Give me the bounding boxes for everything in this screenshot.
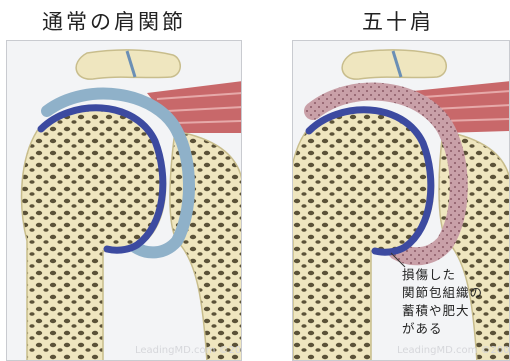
title-normal-shoulder: 通常の肩関節 (42, 6, 186, 36)
normal-shoulder-illustration: LeadingMD.com ©2001 (6, 40, 242, 361)
annotation-line: 蓄積や肥大 (402, 302, 510, 320)
annotation-line: 損傷した (402, 266, 510, 284)
title-frozen-shoulder: 五十肩 (362, 6, 434, 36)
normal-shoulder-svg (7, 41, 242, 361)
scapula-bone (170, 131, 242, 361)
annotation-line: がある (402, 320, 510, 338)
annotation-damaged-capsule: 損傷した 関節包組織の 蓄積や肥大 がある (402, 266, 510, 338)
annotation-line: 関節包組織の (402, 284, 510, 302)
watermark: LeadingMD.com ©2001 (135, 345, 242, 356)
watermark: LeadingMD.com ©2001 (397, 345, 510, 356)
